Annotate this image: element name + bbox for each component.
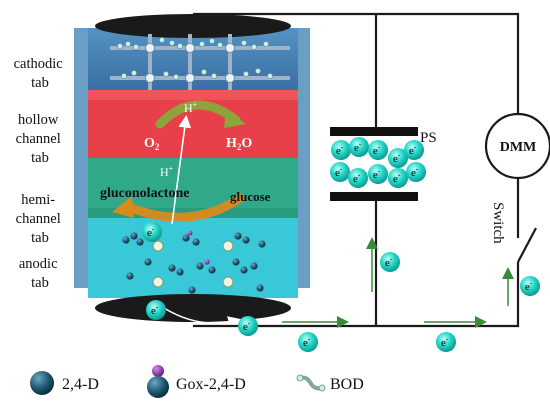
o2-label: O2 [144, 136, 160, 152]
svg-text:e-: e- [303, 335, 311, 349]
electron: e- [388, 168, 408, 188]
electron: e- [368, 164, 388, 184]
electron: e- [298, 332, 318, 352]
electron: e- [404, 140, 424, 160]
ps-label: PS [420, 130, 437, 146]
cathodic-tab-label: cathodic tab [14, 56, 67, 91]
svg-text:e-: e- [354, 140, 362, 154]
proton-mid-label: H+ [160, 164, 174, 179]
anode-gox-molecules [187, 230, 210, 265]
svg-text:e-: e- [373, 167, 381, 181]
legend-gox-2-4-d-label: Gox-2,4-D [176, 376, 246, 393]
svg-text:e-: e- [441, 335, 449, 349]
electron: e- [142, 222, 162, 242]
electron: e- [520, 276, 540, 296]
tab-labels: cathodic tab hollow channel tab hemi- ch… [14, 56, 67, 291]
svg-text:e-: e- [525, 279, 533, 293]
electron: e- [436, 332, 456, 352]
electron: e- [368, 140, 388, 160]
legend-2-4-d-label: 2,4-D [62, 376, 99, 393]
electron: e- [330, 162, 350, 182]
svg-text:e-: e- [411, 165, 419, 179]
reaction-labels: O2 H2O H+ H+ gluconolactone glucose [100, 100, 271, 204]
electron: e- [238, 316, 258, 336]
svg-text:e-: e- [353, 171, 361, 185]
svg-text:e-: e- [243, 319, 251, 333]
electron: e- [331, 140, 351, 160]
legend: 2,4-D Gox-2,4-D BOD [30, 365, 364, 398]
legend-gox-2-4-d-icon [147, 365, 169, 398]
dmm-meter [484, 112, 550, 180]
hemi-channel-tab-label: hemi- channel tab [16, 192, 65, 246]
electron: e- [380, 252, 400, 272]
anode-reaction-arrow [121, 193, 245, 222]
svg-text:e-: e- [336, 143, 344, 157]
electron: e- [146, 300, 166, 320]
svg-text:e-: e- [373, 143, 381, 157]
electron: e- [406, 162, 426, 182]
legend-2-4-d-icon [30, 371, 54, 395]
device [74, 14, 310, 329]
svg-text:e-: e- [151, 303, 159, 317]
bod-molecules [117, 37, 273, 80]
hollow-channel-tab-label: hollow channel tab [16, 112, 65, 166]
framework-nodes [145, 43, 235, 83]
anodic-tab-label: anodic tab [19, 256, 61, 291]
electron: e- [349, 137, 369, 157]
switch-label: Switch [490, 202, 506, 244]
electron: e- [348, 168, 368, 188]
svg-text:e-: e- [147, 225, 155, 239]
h2o-label: H2O [226, 136, 252, 152]
svg-text:e-: e- [393, 151, 401, 165]
electron: e- [388, 148, 408, 168]
svg-text:e-: e- [385, 255, 393, 269]
legend-bod-icon [296, 374, 326, 392]
electrons: e- e- e- e- e- e- e- e- e- e- e- e- e- e… [142, 137, 540, 352]
ps-top-plate [330, 127, 418, 136]
glucose-label: glucose [230, 189, 271, 204]
dmm-label: DMM [500, 140, 537, 155]
anodic-band [88, 218, 298, 298]
switch-lever [517, 227, 537, 263]
current-arrows [282, 237, 514, 328]
ps-bottom-plate [330, 192, 418, 201]
proton-top-label: H+ [184, 100, 198, 115]
svg-text:e-: e- [393, 171, 401, 185]
anode-molecules [122, 232, 266, 294]
legend-bod-label: BOD [330, 376, 364, 393]
electron-collection-arrow [163, 307, 242, 329]
anode-nodes [152, 240, 234, 288]
bottom-cap [95, 294, 291, 322]
circuit-wires [193, 12, 537, 328]
top-cap [95, 14, 291, 38]
gluconolactone-label: gluconolactone [100, 186, 189, 201]
proton-transport-arrow [171, 114, 192, 225]
svg-text:e-: e- [409, 143, 417, 157]
svg-text:e-: e- [335, 165, 343, 179]
